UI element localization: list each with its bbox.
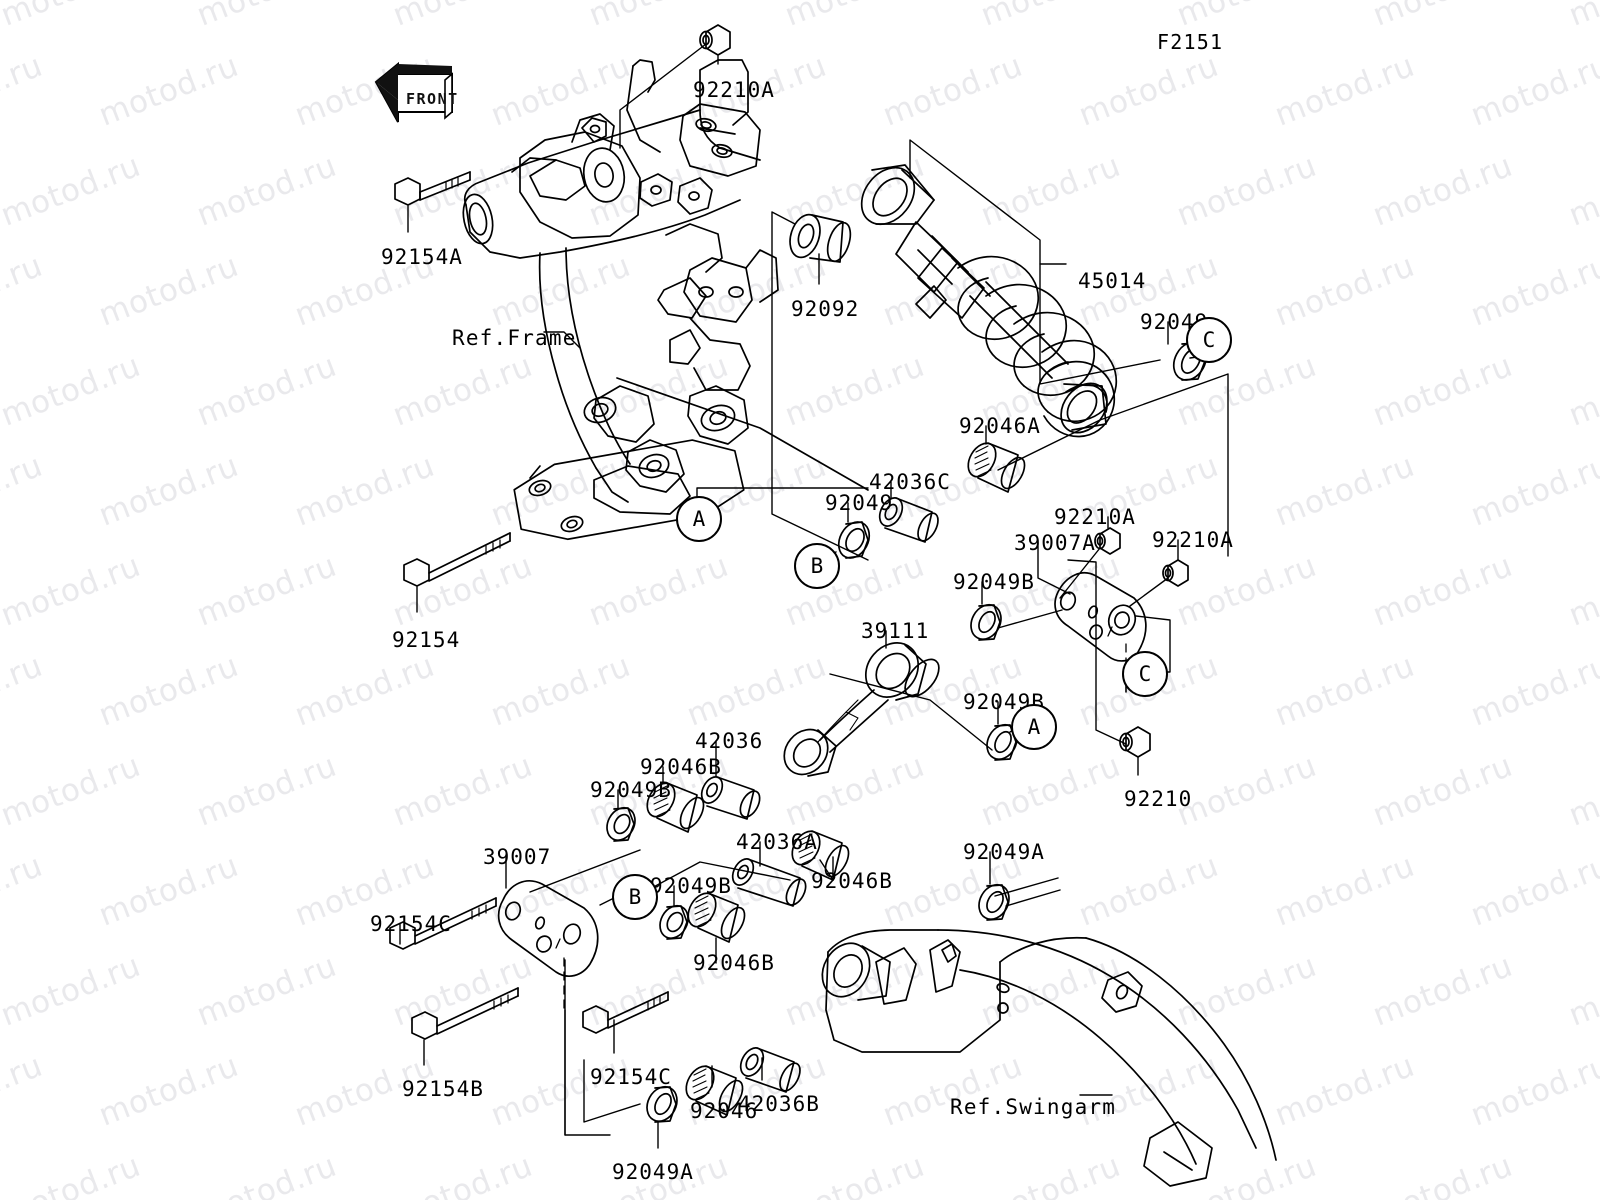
callout-callout-b-tierod: B xyxy=(612,874,658,920)
part-number-nut-92210A: 92210A xyxy=(1054,505,1136,529)
part-number-oil-seal-92049: 92049 xyxy=(825,491,894,515)
oil-seal-92049a-b xyxy=(646,1085,678,1123)
bolt-92154c-b xyxy=(582,991,669,1034)
callout-letter: C xyxy=(1202,328,1216,352)
part-number-collar-42036B: 42036B xyxy=(738,1092,820,1116)
tie-rod-39111 xyxy=(783,642,940,777)
part-number-needle-bearing-92046A: 92046A xyxy=(959,414,1041,438)
swingarm-reference xyxy=(821,929,1277,1187)
reference-label-ref-swingarm: Ref.Swingarm xyxy=(950,1095,1117,1119)
callout-callout-c-rocker: C xyxy=(1122,651,1168,697)
collar-42036 xyxy=(700,776,761,820)
needle-bearing-92046b-1 xyxy=(646,782,705,833)
oil-seal-92049a-r xyxy=(978,883,1010,921)
nut-92210a-top xyxy=(699,24,731,56)
part-number-oil-seal-92049A: 92049A xyxy=(963,840,1045,864)
part-number-collar-42036: 42036 xyxy=(695,729,764,753)
oil-seal-92049-b xyxy=(837,521,871,559)
nut-92210 xyxy=(1119,726,1151,758)
collar-42036c xyxy=(878,497,939,543)
part-number-oil-seal-92049B: 92049B xyxy=(650,874,732,898)
part-number-nut-92210A: 92210A xyxy=(1152,528,1234,552)
part-number-collar-42036A: 42036A xyxy=(736,830,818,854)
leader-lines xyxy=(399,43,1229,1149)
callout-letter: B xyxy=(810,554,824,578)
nut-92210a-r2 xyxy=(1162,559,1189,587)
part-number-bolt-92154: 92154 xyxy=(392,628,461,652)
oil-seal-92049b-l2 xyxy=(659,904,689,940)
callout-letter: A xyxy=(1027,715,1041,739)
part-number-needle-bearing-92046B: 92046B xyxy=(640,755,722,779)
part-number-needle-bearing-92046B: 92046B xyxy=(811,869,893,893)
collar-42036b xyxy=(739,1047,801,1093)
part-number-bolt-92154B: 92154B xyxy=(402,1077,484,1101)
collar-42036a xyxy=(731,858,807,907)
part-number-oil-seal-92049A: 92049A xyxy=(612,1160,694,1184)
bolt-92154b xyxy=(411,987,519,1040)
part-number-shock-absorber-45014: 45014 xyxy=(1078,269,1147,293)
shock-absorber xyxy=(860,164,1117,438)
part-number-rocker-arm-39007A: 39007A xyxy=(1014,531,1096,555)
callout-letter: B xyxy=(628,885,642,909)
front-direction-indicator: FRONT xyxy=(370,52,460,132)
part-number-nut-92210A: 92210A xyxy=(693,78,775,102)
part-number-needle-bearing-92046B: 92046B xyxy=(693,951,775,975)
oil-seal-92049b-l1 xyxy=(606,806,636,842)
part-number-bushing-92092: 92092 xyxy=(791,297,860,321)
bolt-92154a xyxy=(394,171,471,206)
part-number-tie-rod-39111: 39111 xyxy=(861,619,930,643)
part-number-oil-seal-92049B: 92049B xyxy=(953,570,1035,594)
part-number-needle-bearing-92046: 92046 xyxy=(690,1099,759,1123)
part-number-oil-seal-92049B: 92049B xyxy=(590,778,672,802)
part-number-collar-42036C: 42036C xyxy=(869,470,951,494)
needle-bearing-92046a xyxy=(967,442,1026,493)
part-number-bolt-92154C: 92154C xyxy=(370,912,452,936)
callout-letter: A xyxy=(692,507,706,531)
needle-bearing-92046 xyxy=(685,1065,744,1116)
callout-callout-a-rocker: A xyxy=(1011,704,1057,750)
bushing-92092 xyxy=(789,213,852,263)
callout-callout-c-upper: C xyxy=(1186,317,1232,363)
bolt-92154 xyxy=(403,532,511,587)
oil-seal-92049b-r1 xyxy=(970,603,1002,641)
part-number-tie-rod-39007: 39007 xyxy=(483,845,552,869)
callout-letter: C xyxy=(1138,662,1152,686)
front-arrow-label: FRONT xyxy=(406,90,459,108)
needle-bearing-92046b-3 xyxy=(687,892,746,943)
part-number-bolt-92154A: 92154A xyxy=(381,245,463,269)
callout-callout-a-frame: A xyxy=(676,496,722,542)
part-number-nut-92210: 92210 xyxy=(1124,787,1193,811)
frame-assembly xyxy=(462,59,869,541)
tie-rod-39007 xyxy=(497,880,599,1011)
diagram-code: F2151 xyxy=(1157,30,1224,54)
needle-bearing-92046b-2 xyxy=(791,830,850,881)
reference-label-ref-frame: Ref.Frame xyxy=(452,326,577,350)
callout-callout-b-upper: B xyxy=(794,543,840,589)
bolt-92154c-l xyxy=(389,897,497,950)
part-number-bolt-92154C: 92154C xyxy=(590,1065,672,1089)
